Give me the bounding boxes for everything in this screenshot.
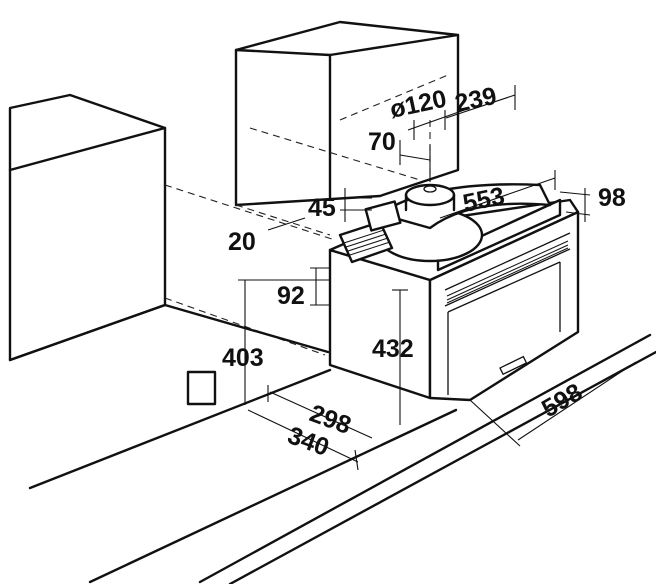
dimension-lines [238, 85, 637, 471]
dim-label-45: 45 [308, 194, 336, 222]
dim-label-20: 20 [228, 228, 256, 256]
countertop-edge [8, 303, 656, 584]
dim-label-598: 598 [537, 378, 587, 423]
dim-label-70: 70 [368, 128, 396, 156]
dim-label-403: 403 [222, 344, 264, 372]
power-socket-icon [186, 370, 217, 406]
dim-label-239: 239 [452, 82, 499, 118]
dim-label-98: 98 [598, 184, 626, 212]
left-wall-cabinet [8, 93, 167, 362]
dim-label-92: 92 [277, 282, 305, 310]
hood-unit [328, 183, 580, 402]
dim-label-432: 432 [372, 335, 414, 363]
